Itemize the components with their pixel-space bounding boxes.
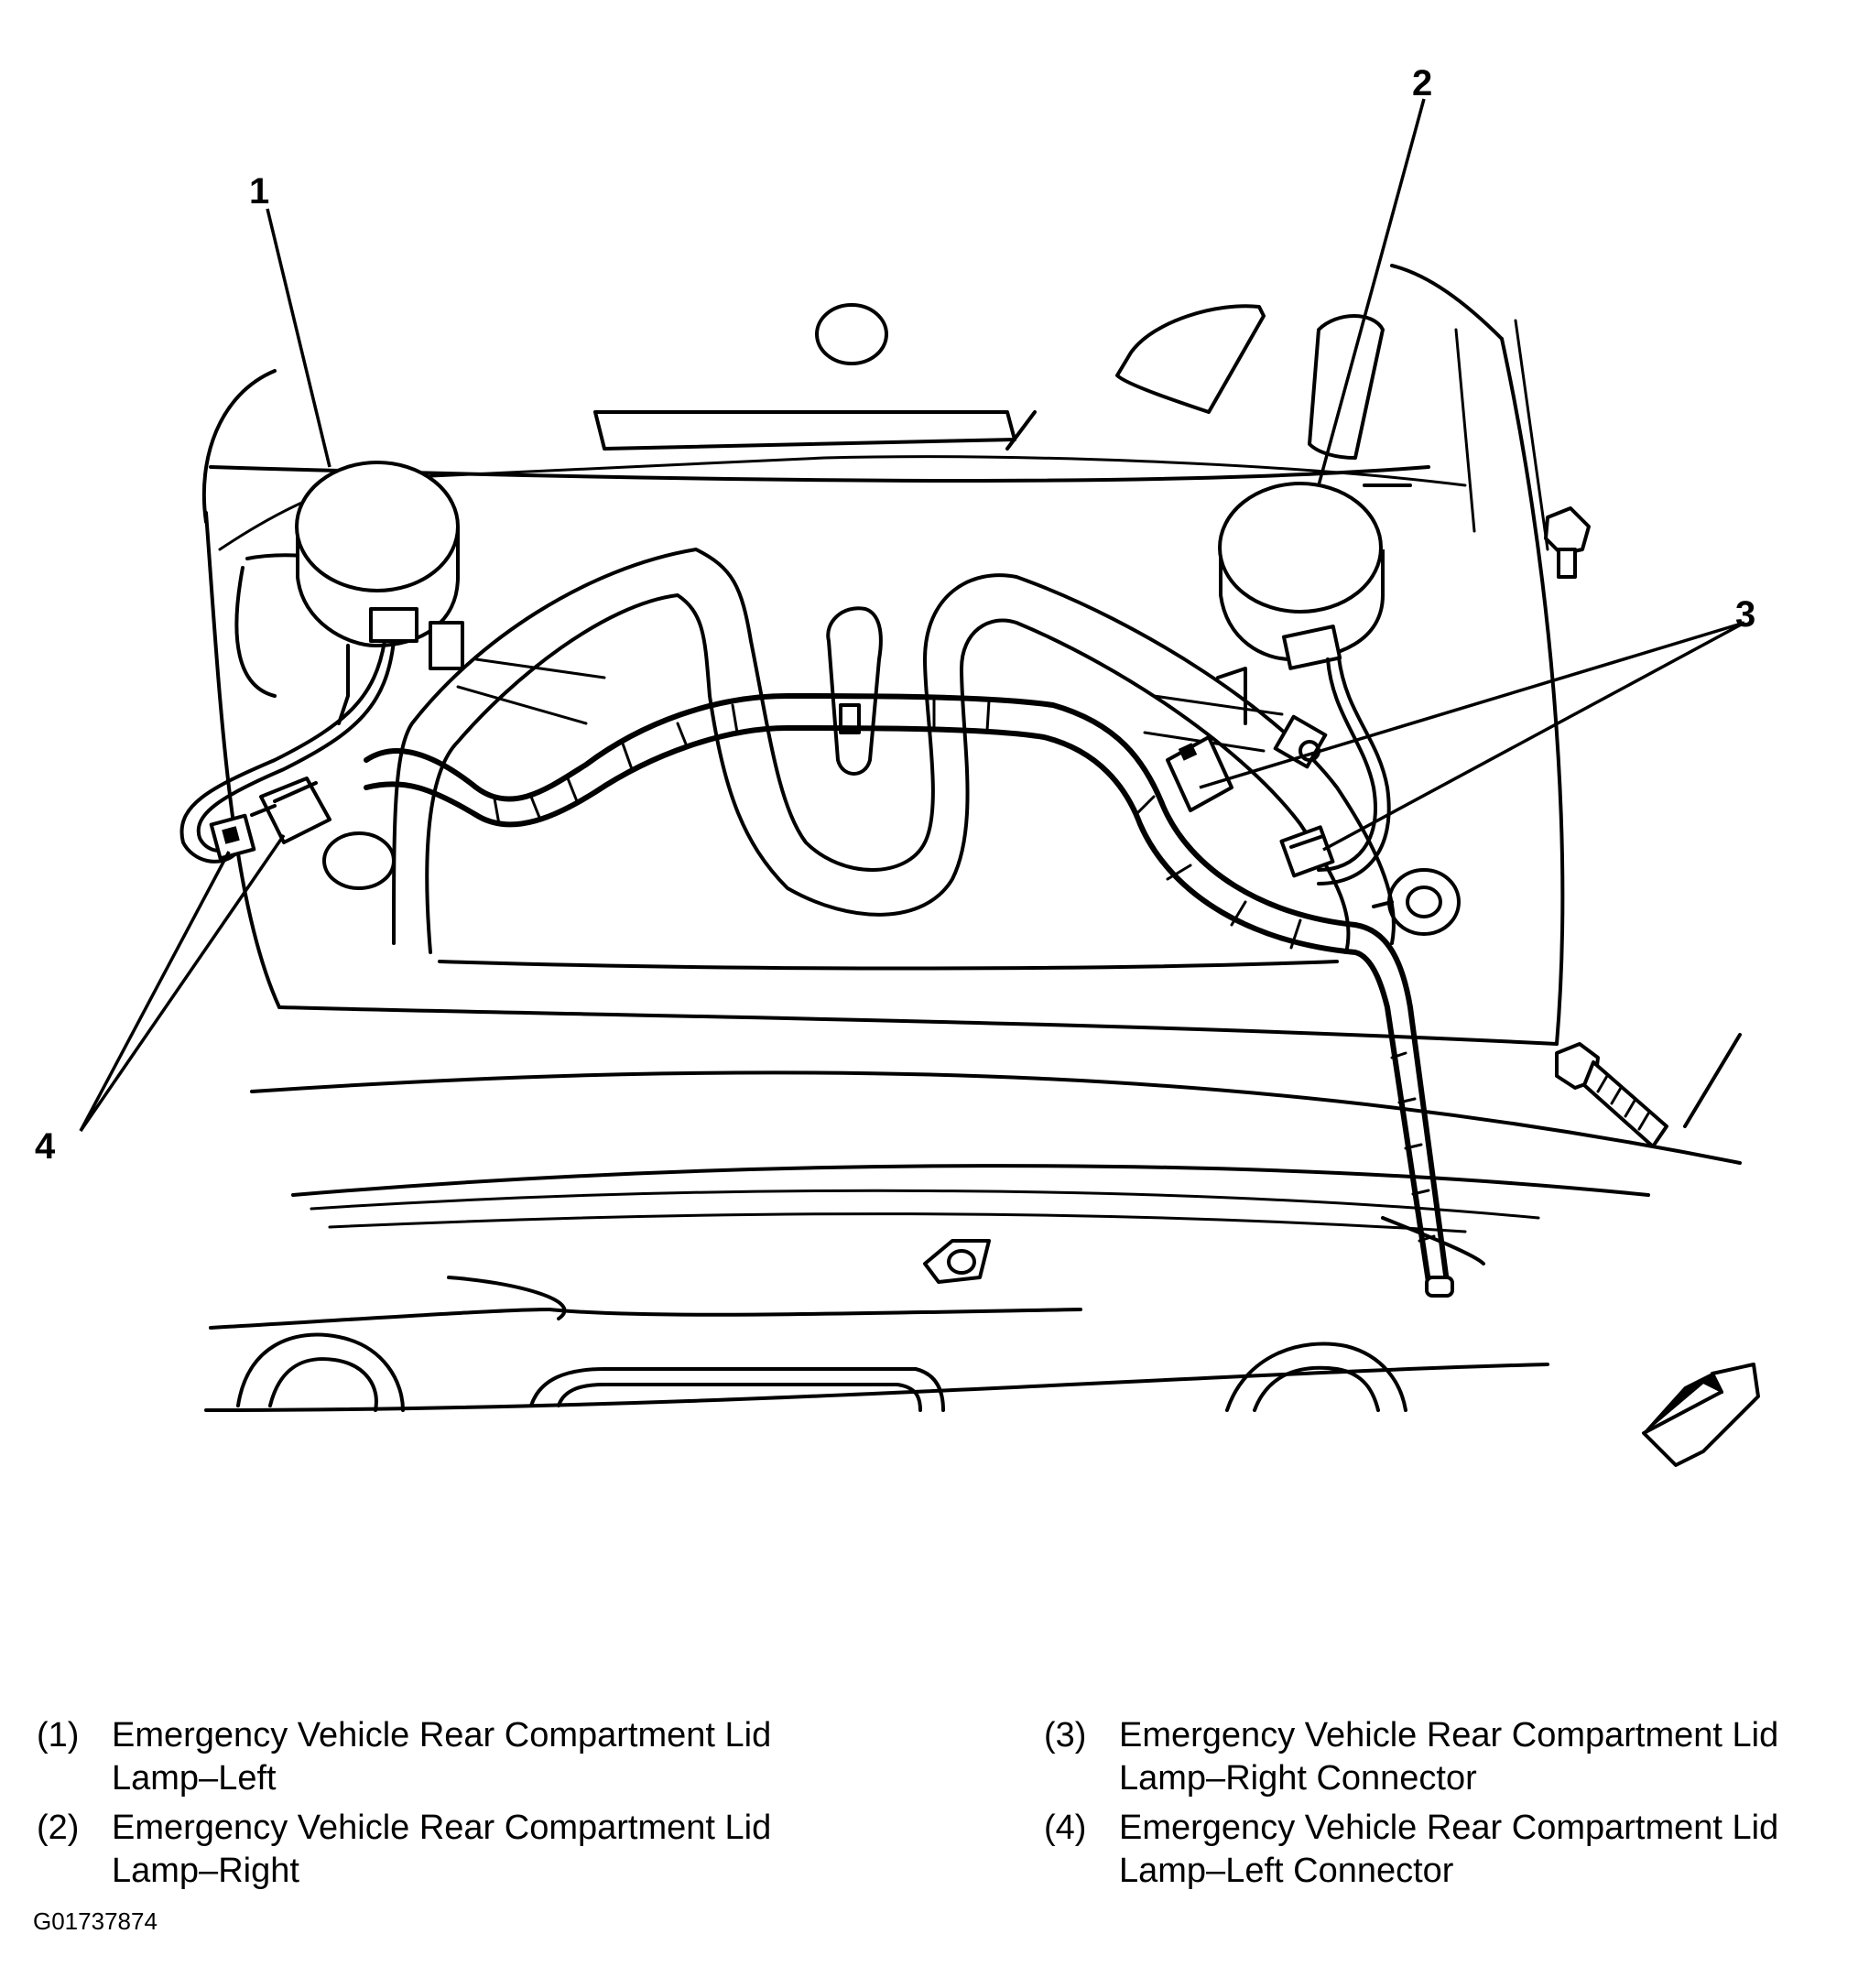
legend-text-4-line2: Lamp–Left Connector: [1119, 1852, 1454, 1890]
callout-1: 1: [249, 171, 269, 212]
legend-text-3-line1: Emergency Vehicle Rear Compartment Lid: [1119, 1716, 1779, 1754]
legend-text-3-line2: Lamp–Right Connector: [1119, 1759, 1477, 1798]
legend-number-4: (4): [1044, 1809, 1087, 1847]
connector-left-pair: [209, 777, 331, 861]
figure-id: G01737874: [33, 1907, 158, 1935]
embossed-channels: [234, 548, 1396, 971]
legend-text-2-line1: Emergency Vehicle Rear Compartment Lid: [112, 1809, 772, 1847]
lower-body-contours: [204, 1033, 1742, 1412]
legend-text-2-line2: Lamp–Right: [112, 1852, 299, 1890]
ground-grommet: [322, 831, 1461, 936]
lamp-left-pigtail: [179, 639, 396, 864]
callout-3: 3: [1735, 594, 1755, 635]
legend-text-4-line1: Emergency Vehicle Rear Compartment Lid: [1119, 1809, 1779, 1847]
legend-number-3: (3): [1044, 1716, 1087, 1754]
legend-number-2: (2): [37, 1809, 80, 1847]
lamp-right: [1216, 482, 1385, 769]
lamp-right-pigtail: [1317, 656, 1391, 885]
lamp-left: [295, 461, 464, 725]
leader-lines: [79, 98, 1745, 1132]
connector-right-pair: [1166, 735, 1335, 878]
upper-openings: [593, 303, 1549, 551]
legend-text-1-line2: Lamp–Left: [112, 1759, 277, 1798]
bolts: [1544, 506, 1668, 1148]
direction-arrow-icon: [1642, 1363, 1760, 1467]
callout-2: 2: [1412, 63, 1432, 103]
legend-text-1-line1: Emergency Vehicle Rear Compartment Lid: [112, 1716, 772, 1754]
wiring-harness: [364, 693, 1454, 1298]
callout-4: 4: [35, 1126, 56, 1167]
legend-number-1: (1): [37, 1716, 80, 1754]
